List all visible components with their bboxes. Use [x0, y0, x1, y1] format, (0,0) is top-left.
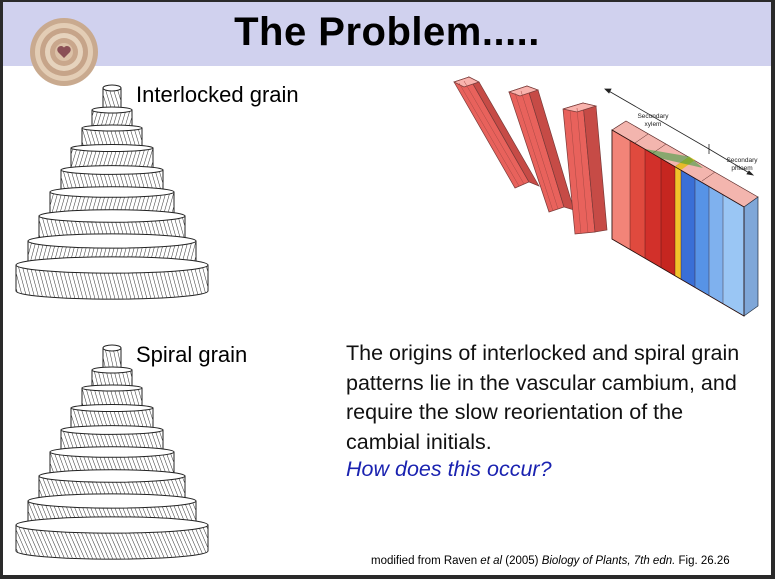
rotating-initial-1 [453, 76, 540, 189]
phloem-label-line2: phloem [731, 165, 752, 172]
citation: modified from Raven et al (2005) Biology… [371, 555, 730, 567]
cell-block [611, 120, 759, 317]
grain-tier [15, 256, 209, 300]
spiral-grain-stack [15, 344, 209, 560]
interlocked-grain-stack [15, 84, 209, 300]
spiral-grain-label: Spiral grain [136, 342, 248, 367]
citation-year: (2005) [502, 555, 542, 567]
question-text: How does this occur? [346, 457, 552, 481]
rotating-initial-3 [562, 102, 608, 235]
citation-et-al: et al [480, 555, 503, 567]
citation-prefix: modified from Raven [371, 555, 481, 567]
body-paragraph: The origins of interlocked and spiral gr… [346, 341, 740, 454]
slide: The Problem..... Interlocked grain Spira… [3, 2, 771, 575]
citation-book: Biology of Plants, 7th edn. [541, 555, 676, 567]
phloem-label-line1: Secondary [726, 157, 758, 164]
grain-tier [15, 516, 209, 560]
dimension-arrows [604, 88, 755, 176]
cambium-diagram: Secondary xylem Secondary phloem [453, 76, 759, 317]
slide-title: The Problem..... [234, 10, 540, 54]
citation-figure: Fig. 26.26 [675, 555, 730, 567]
rotating-initial-2 [507, 85, 575, 213]
heart-logo-icon [30, 18, 98, 86]
xylem-label-line1: Secondary [637, 113, 669, 120]
xylem-label-line2: xylem [645, 121, 662, 128]
interlocked-grain-label: Interlocked grain [136, 82, 299, 107]
title-bar [3, 2, 771, 66]
